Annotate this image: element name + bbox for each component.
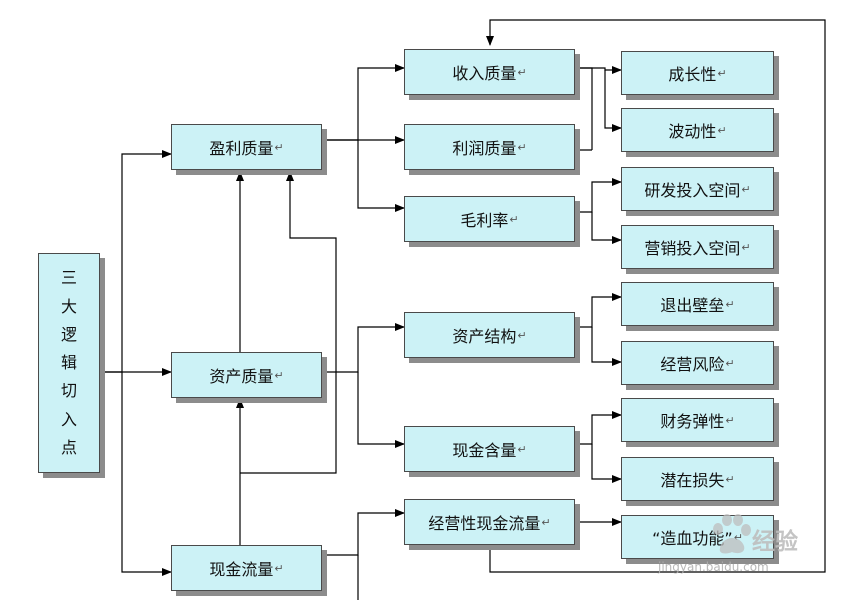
connector-root-profit (100, 150, 172, 373)
paragraph-mark: ↵ (725, 413, 735, 427)
root-char-6: 入 (60, 409, 77, 429)
node-label: 收入质量 (452, 64, 517, 83)
connector-asset-structure (322, 323, 405, 373)
node-asset-structure: 资产结构↵ (404, 312, 575, 358)
connector-structure-exit (575, 293, 622, 328)
connector-margin-rd (575, 178, 622, 213)
node-label: 毛利率 (460, 211, 509, 230)
paragraph-mark: ↵ (509, 212, 519, 226)
node-label: 营销投入空间 (644, 239, 741, 258)
paragraph-mark: ↵ (517, 65, 527, 79)
node-rd-space: 研发投入空间↵ (621, 167, 774, 211)
node-label: 波动性 (668, 122, 717, 141)
paragraph-mark: ↵ (517, 328, 527, 342)
node-root: 三 大 逻 辑 切 入 点 (38, 253, 100, 473)
connector-margin-marketing (591, 212, 622, 244)
node-label: 现金流量 (209, 560, 274, 579)
connector-revenue-growth (575, 67, 593, 150)
node-earnings-quality: 利润质量↵ (404, 124, 575, 170)
connector-cash-financial (575, 411, 622, 445)
node-label: 退出壁垒 (660, 296, 725, 315)
connector-to-growth (575, 66, 622, 74)
node-operating-cashflow: 经营性现金流量↵ (404, 499, 575, 545)
node-asset-quality: 资产质量↵ (171, 352, 322, 398)
node-cashflow-quality: 现金流量↵ (171, 545, 322, 591)
node-label: 资产结构 (452, 327, 517, 346)
paragraph-mark: ↵ (725, 472, 735, 486)
node-exit-barrier: 退出壁垒↵ (621, 282, 774, 326)
node-cash-content: 现金含量↵ (404, 426, 575, 472)
paragraph-mark: ↵ (741, 182, 751, 196)
root-char-7: 点 (60, 437, 77, 457)
node-marketing-space: 营销投入空间↵ (621, 225, 774, 269)
root-char-3: 逻 (60, 324, 77, 344)
node-financial-elasticity: 财务弹性↵ (621, 398, 774, 442)
paragraph-mark: ↵ (517, 442, 527, 456)
node-gross-margin: 毛利率↵ (404, 196, 575, 242)
watermark-url: jingyan.baidu.com (658, 560, 769, 574)
paragraph-mark: ↵ (717, 66, 727, 80)
paragraph-mark: ↵ (733, 530, 743, 544)
paragraph-mark: ↵ (274, 368, 284, 382)
node-revenue-quality: 收入质量↵ (404, 49, 575, 95)
connector-cash-potential (591, 444, 622, 483)
node-label: “造血功能” (652, 529, 733, 548)
paragraph-mark: ↵ (274, 561, 284, 575)
node-label: 财务弹性 (660, 412, 725, 431)
connector-cashflow-operating (322, 509, 405, 556)
connector-cashflow-profit (240, 171, 337, 474)
paragraph-mark: ↵ (741, 240, 751, 254)
connector-asset-cash (357, 372, 405, 448)
watermark-text: 经验 (752, 529, 798, 555)
node-profit-quality: 盈利质量↵ (171, 124, 322, 170)
root-char-4: 辑 (60, 353, 77, 372)
paragraph-mark: ↵ (725, 356, 735, 370)
node-label: 潜在损失 (660, 471, 725, 490)
paragraph-mark: ↵ (274, 140, 284, 154)
paragraph-mark: ↵ (725, 297, 735, 311)
node-label: 经营性现金流量 (428, 514, 541, 533)
connector-feedback-loop (486, 19, 826, 573)
node-operating-risk: 经营风险↵ (621, 341, 774, 385)
root-char-2: 大 (60, 296, 77, 316)
connector-profit-margin (357, 140, 405, 212)
root-char-5: 切 (60, 381, 77, 401)
root-char-1: 三 (60, 268, 77, 288)
node-potential-loss: 潜在损失↵ (621, 457, 774, 501)
node-blood-function: “造血功能”↵ (621, 515, 774, 559)
connector-root-cashflow (121, 372, 172, 576)
node-label: 成长性 (668, 65, 717, 84)
node-label: 盈利质量 (209, 139, 274, 158)
node-label: 研发投入空间 (644, 181, 741, 200)
paragraph-mark: ↵ (517, 140, 527, 154)
paragraph-mark: ↵ (541, 515, 551, 529)
node-volatility: 波动性↵ (621, 108, 774, 152)
connector-to-volatility (604, 70, 622, 132)
paragraph-mark: ↵ (717, 123, 727, 137)
paw-logo-icon (713, 514, 751, 554)
node-label: 现金含量 (452, 441, 517, 460)
node-label: 利润质量 (452, 139, 517, 158)
connector-profit-revenue (322, 64, 405, 141)
connector-structure-risk (591, 327, 622, 366)
node-label: 经营风险 (660, 355, 725, 374)
node-label: 资产质量 (209, 367, 274, 386)
node-growth: 成长性↵ (621, 51, 774, 95)
